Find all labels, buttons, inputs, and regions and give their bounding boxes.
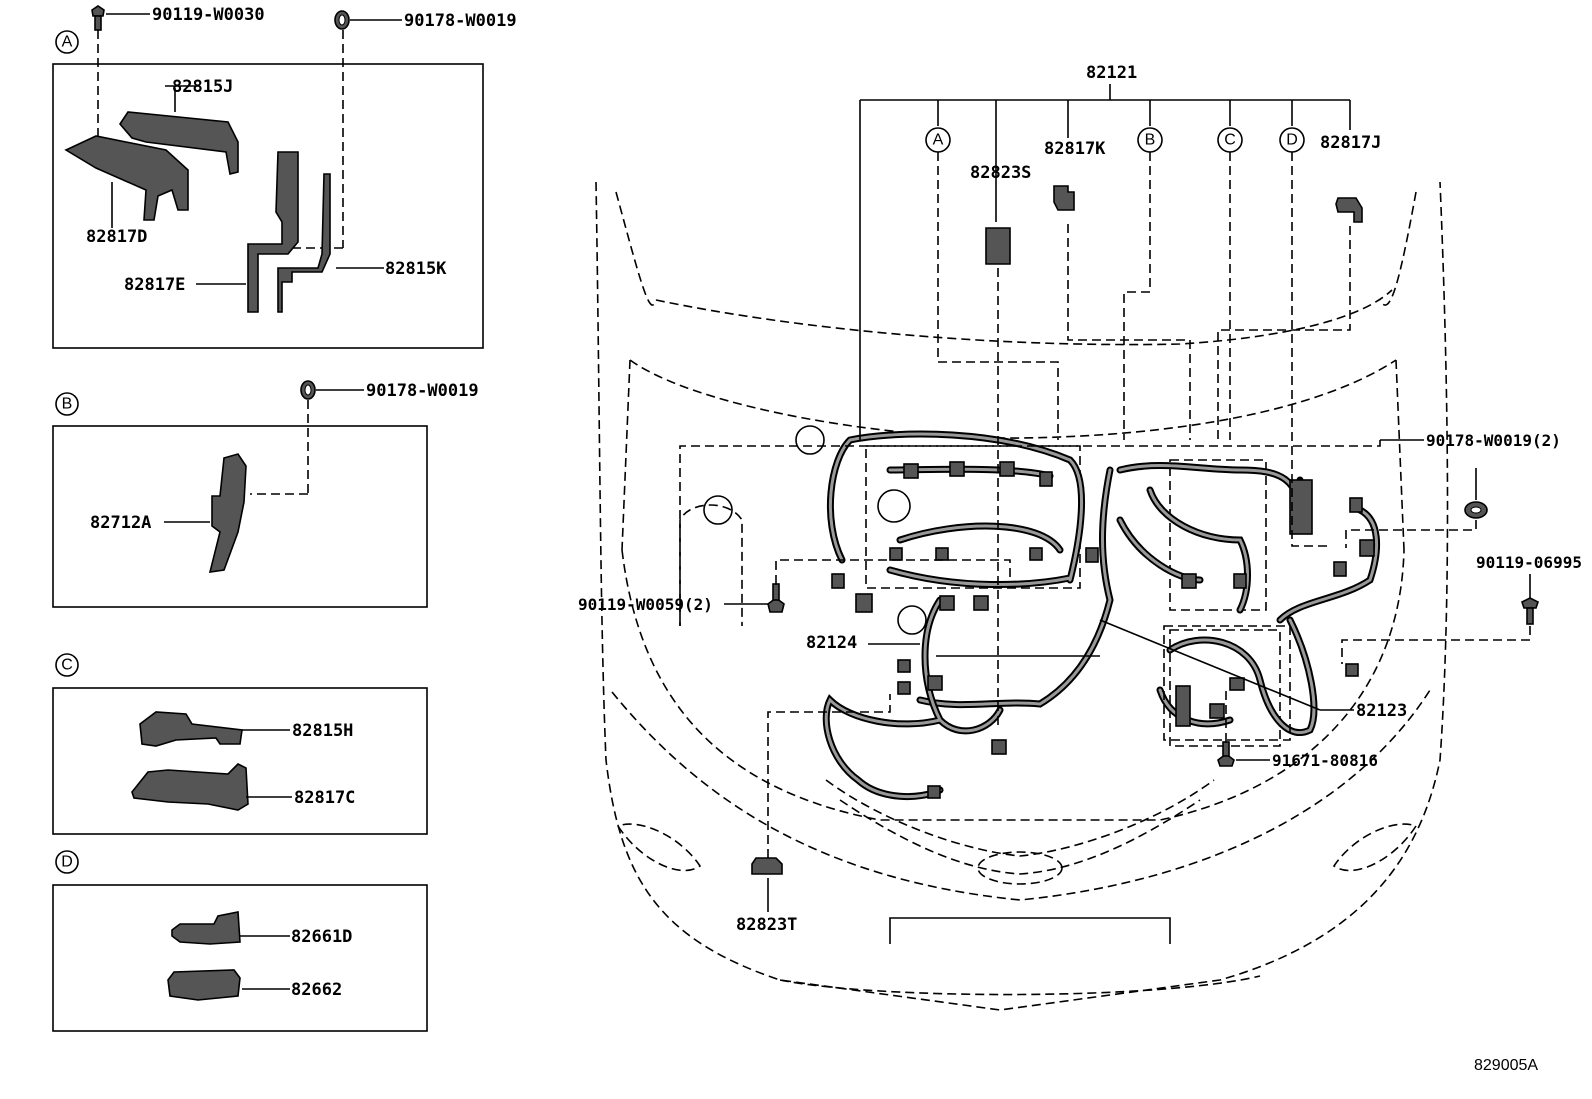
bolt-icon — [767, 583, 785, 613]
panel-d-frame — [52, 884, 428, 1032]
panel-d: D 82661D 82662 — [52, 850, 428, 1032]
bolt-icon — [91, 5, 105, 31]
panel-c: C 82815H 82817C — [52, 653, 428, 835]
fog-lamp-right — [1332, 823, 1418, 872]
harness-82121 — [826, 430, 1086, 589]
part-82817e — [247, 151, 299, 313]
label-82817k: 82817K — [1044, 139, 1106, 159]
label-90119-w0030: 90119-W0030 — [152, 5, 265, 25]
reference-code: 829005A — [1474, 1057, 1538, 1074]
label-90178-w0019-b: 90178-W0019 — [366, 381, 479, 401]
part-82817c — [131, 763, 249, 811]
label-82661d: 82661D — [291, 927, 352, 947]
part-82712a — [208, 453, 247, 573]
svg-text:B: B — [1145, 132, 1156, 149]
label-82815k: 82815K — [385, 259, 447, 279]
part-82817d — [64, 135, 189, 221]
bolt-icon — [1521, 597, 1539, 625]
callout-c-circle — [55, 653, 79, 677]
clip-icon — [1464, 501, 1488, 519]
label-82817c: 82817C — [294, 788, 355, 808]
part-82823t — [751, 857, 783, 875]
part-82662 — [167, 969, 241, 1001]
battery-area — [1169, 459, 1267, 611]
part-82661d — [171, 911, 241, 945]
engine-bay-view: 82121 A B C D 82817K 82823S 82817J 90178… — [578, 63, 1582, 1074]
callout-b-circle — [55, 392, 79, 416]
panel-a: A 90119-W0030 90178-W0019 82815J 82817D — [52, 5, 517, 349]
clip-icon — [300, 380, 316, 400]
label-82823s: 82823S — [970, 163, 1031, 183]
hood-line — [655, 289, 1393, 346]
clip-icon — [334, 10, 350, 30]
panel-c-frame — [52, 687, 428, 835]
label-82123: 82123 — [1356, 701, 1407, 721]
emblem — [977, 851, 1063, 885]
label-82124: 82124 — [806, 633, 857, 653]
label-82662: 82662 — [291, 980, 342, 1000]
label-82815j: 82815J — [172, 77, 233, 97]
panel-b-frame — [52, 425, 428, 608]
callout-a-letter: A — [62, 34, 73, 51]
label-91671-80816: 91671-80816 — [1272, 751, 1378, 770]
svg-text:A: A — [933, 132, 944, 149]
callout-c-letter: C — [61, 657, 73, 674]
label-82823t: 82823T — [736, 915, 797, 935]
label-82815h: 82815H — [292, 721, 353, 741]
part-82815j — [118, 111, 239, 175]
panel-b: B 90178-W0019 82712A — [52, 380, 479, 608]
license-plate-area — [889, 917, 1171, 944]
label-82817d: 82817D — [86, 227, 147, 247]
part-82817j — [1335, 197, 1363, 223]
part-82815k — [277, 173, 331, 313]
svg-text:D: D — [1286, 132, 1298, 149]
label-82712a: 82712A — [90, 513, 151, 533]
part-82823s — [985, 227, 1011, 265]
callout-d-letter: D — [61, 854, 73, 871]
label-90119-06995: 90119-06995 — [1476, 553, 1582, 572]
body-outline — [595, 181, 1449, 1011]
label-90178-w0019-2: 90178-W0019(2) — [1426, 431, 1561, 450]
label-82121: 82121 — [1086, 63, 1137, 83]
label-82817j: 82817J — [1320, 133, 1381, 153]
callout-a-circle — [55, 30, 79, 54]
panel-a-frame — [52, 63, 484, 349]
label-90178-w0019-a: 90178-W0019 — [404, 11, 517, 31]
label-90119-w0059-2: 90119-W0059(2) — [578, 595, 713, 614]
label-82817e: 82817E — [124, 275, 185, 295]
harness-82124 — [822, 596, 1004, 801]
screw-icon — [1217, 741, 1235, 767]
connectors — [831, 461, 1375, 799]
part-82815h — [139, 711, 243, 747]
part-82817k — [1053, 185, 1075, 211]
fog-lamp-left — [616, 823, 702, 872]
reservoir — [679, 504, 743, 626]
callout-d-circle — [55, 850, 79, 874]
svg-text:C: C — [1224, 132, 1236, 149]
callout-b-letter: B — [62, 396, 73, 413]
